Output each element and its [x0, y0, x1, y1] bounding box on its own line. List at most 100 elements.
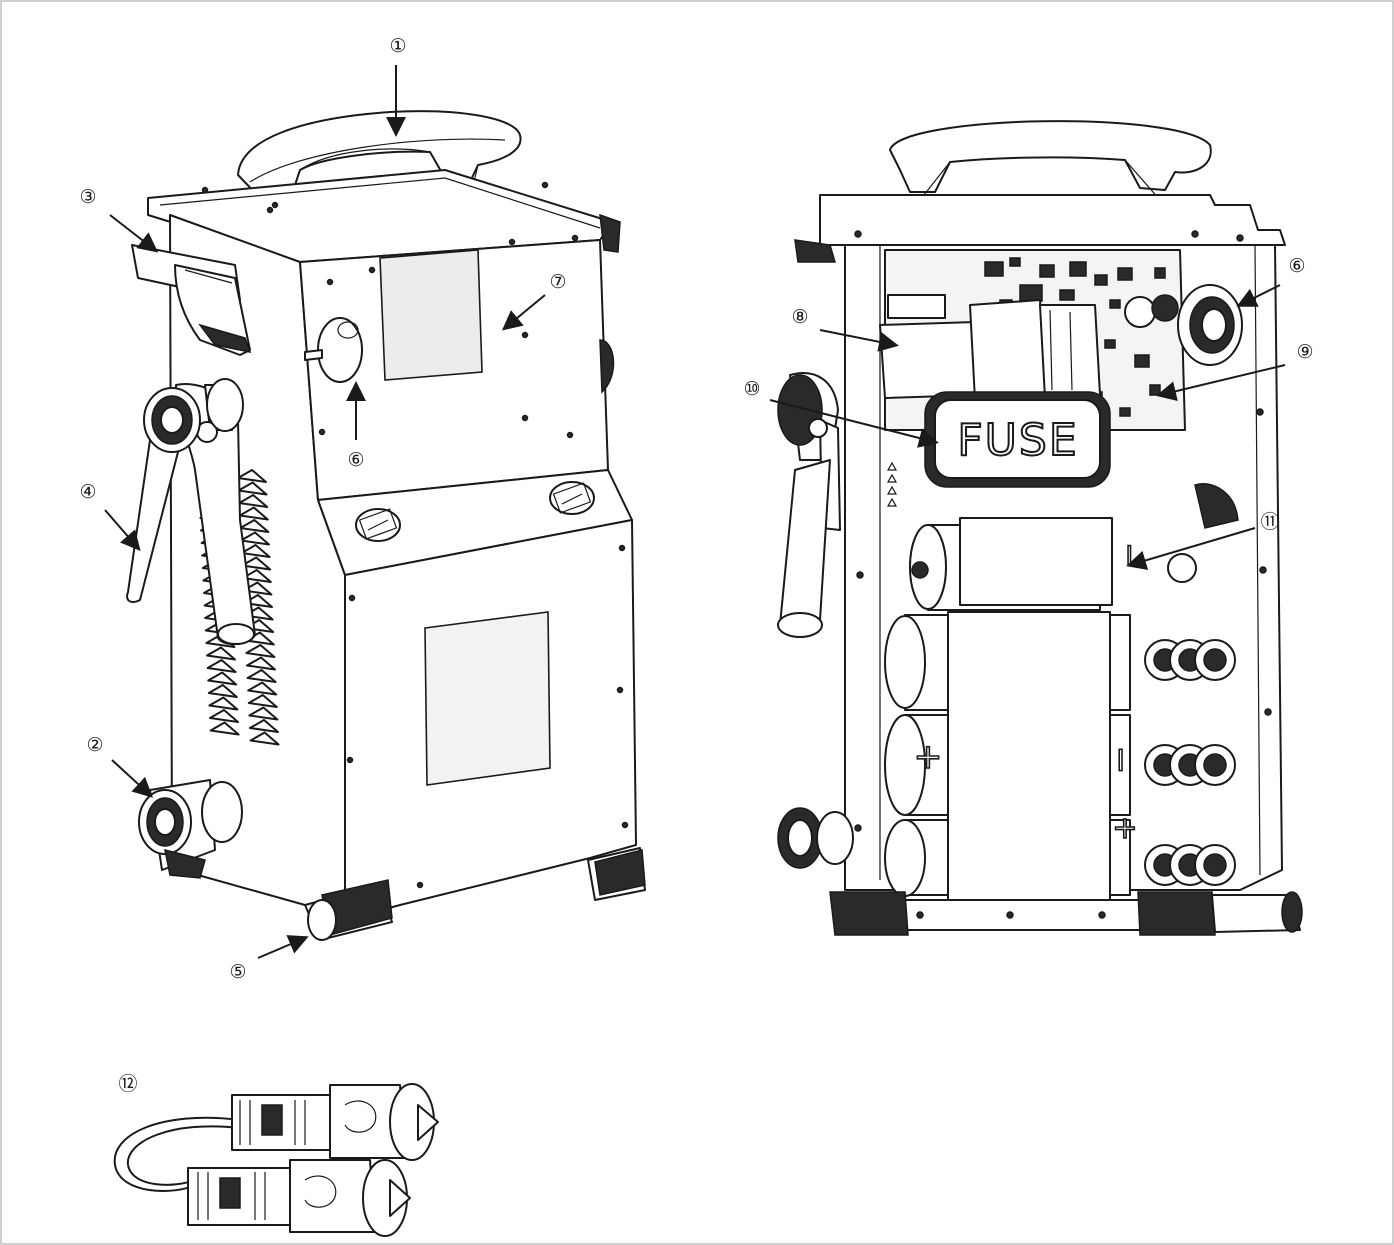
- socket-12v-front: [304, 317, 363, 383]
- vent-fin: [209, 709, 239, 723]
- vent-fin: [249, 731, 280, 746]
- callout-label: ③: [79, 186, 96, 208]
- vent-fin: [247, 694, 278, 708]
- vent-fin: [241, 569, 272, 583]
- pcb-chip: [1094, 274, 1108, 286]
- callout-12: ⑫: [118, 1073, 137, 1095]
- clamp-holder: [131, 244, 252, 356]
- contactor: [879, 294, 1101, 401]
- callout-6a: ⑥: [347, 449, 364, 471]
- cable-socket-open-lower: [777, 807, 854, 869]
- feet-open: [829, 891, 1303, 936]
- fuse-cover: FUSE: [924, 391, 1111, 488]
- minus-mark-top: −: [1112, 542, 1147, 567]
- callout-numbers: ① ② ③ ④ ⑤ ⑥ ⑥ ⑦ ⑧ ⑨ ⑩ ⑪ ⑫: [79, 35, 1313, 1095]
- pcb-chip: [1134, 354, 1150, 368]
- vent-fin: [248, 706, 279, 721]
- pcb-chip: [1039, 264, 1055, 278]
- top-frame: [819, 194, 1286, 246]
- warning-symbols: [886, 461, 898, 507]
- rubber-foot-right: [587, 847, 646, 901]
- minus-mark-right: −: [1101, 746, 1141, 775]
- vent-fin: [240, 544, 271, 558]
- callout-label: ⑥: [1288, 255, 1305, 277]
- vent-fin: [245, 644, 276, 658]
- callout-2: ②: [86, 734, 103, 756]
- callout-10: ⑩: [743, 378, 760, 400]
- plus-mark-bottom: +: [1112, 811, 1137, 846]
- fuse-label: FUSE: [957, 415, 1078, 466]
- pcb-chip: [1119, 407, 1131, 417]
- pcb-chip: [1059, 289, 1075, 301]
- carry-handle-open: [889, 120, 1212, 201]
- plus-mark-left: +: [914, 737, 943, 777]
- callout-label: ⑦: [549, 271, 566, 293]
- cable-socket-lower: [138, 779, 243, 879]
- pcb-chip: [1104, 339, 1116, 349]
- bottom-bar: [904, 899, 1146, 931]
- battery-clamp-open: [777, 372, 841, 638]
- vent-fin: [239, 519, 270, 533]
- vent-fin: [208, 696, 239, 711]
- open-view-unit: FUSE + − + −: [777, 120, 1303, 936]
- callout-label: ⑨: [1296, 341, 1313, 363]
- vent-fin: [206, 646, 236, 661]
- plug-cable-accessory: [113, 1083, 439, 1237]
- callout-label: ⑥: [347, 449, 364, 471]
- callout-9: ⑨: [1296, 341, 1313, 363]
- pcb-chip: [1109, 299, 1121, 309]
- pcb-chip: [1149, 384, 1161, 396]
- pcb-chip: [1154, 267, 1166, 279]
- vent-fin: [247, 681, 278, 696]
- vent-fin: [246, 656, 276, 671]
- step-latch-left: [355, 508, 401, 542]
- pcb-chip: [984, 261, 1004, 277]
- callout-label: ⑧: [791, 306, 808, 328]
- step-latch-right: [549, 481, 595, 515]
- callout-label: ②: [86, 734, 103, 756]
- callout-6b: ⑥: [1288, 255, 1305, 277]
- callout-4: ④: [79, 481, 96, 503]
- callout-label: ⑤: [229, 961, 246, 983]
- callout-label: ⑫: [118, 1073, 137, 1095]
- vent-fin: [207, 671, 238, 686]
- vent-fin: [207, 684, 238, 698]
- callout-label: ④: [79, 481, 96, 503]
- display-window: [379, 249, 483, 381]
- callout-label: ⑩: [743, 378, 760, 400]
- battery-pack: + − + −: [884, 517, 1148, 901]
- callout-label: ①: [389, 35, 406, 57]
- vent-fin: [246, 669, 277, 683]
- callout-1: ①: [389, 35, 406, 57]
- callout-5: ⑤: [229, 961, 246, 983]
- vent-fin: [238, 494, 269, 508]
- socket-12v-open: [1177, 284, 1243, 366]
- pcb-chip: [1069, 261, 1087, 277]
- vent-fin: [206, 659, 237, 673]
- terminal-nut: [1203, 853, 1227, 877]
- front-view-unit: [126, 110, 646, 941]
- terminal-nut: [1203, 648, 1227, 672]
- callout-11: ⑪: [1260, 511, 1279, 533]
- label-window: [424, 611, 551, 786]
- cable-socket-upper: [143, 378, 244, 453]
- vent-fin: [240, 531, 270, 546]
- terminal-nut: [1203, 753, 1227, 777]
- pcb-chip: [1117, 267, 1133, 281]
- callout-8: ⑧: [791, 306, 808, 328]
- battery-terminals: [1144, 639, 1236, 886]
- rubber-foot-front: [304, 879, 393, 941]
- vent-fin: [237, 481, 268, 496]
- vent-fin: [209, 721, 240, 736]
- vent-fin: [238, 506, 269, 521]
- callout-3: ③: [79, 186, 96, 208]
- callout-label: ⑪: [1260, 511, 1279, 533]
- vent-fin: [237, 469, 267, 483]
- callout-7: ⑦: [549, 271, 566, 293]
- vent-fin: [242, 581, 273, 596]
- leader-lines: [104, 65, 1286, 959]
- vent-fin: [241, 556, 272, 571]
- pcb-chip: [1009, 257, 1021, 267]
